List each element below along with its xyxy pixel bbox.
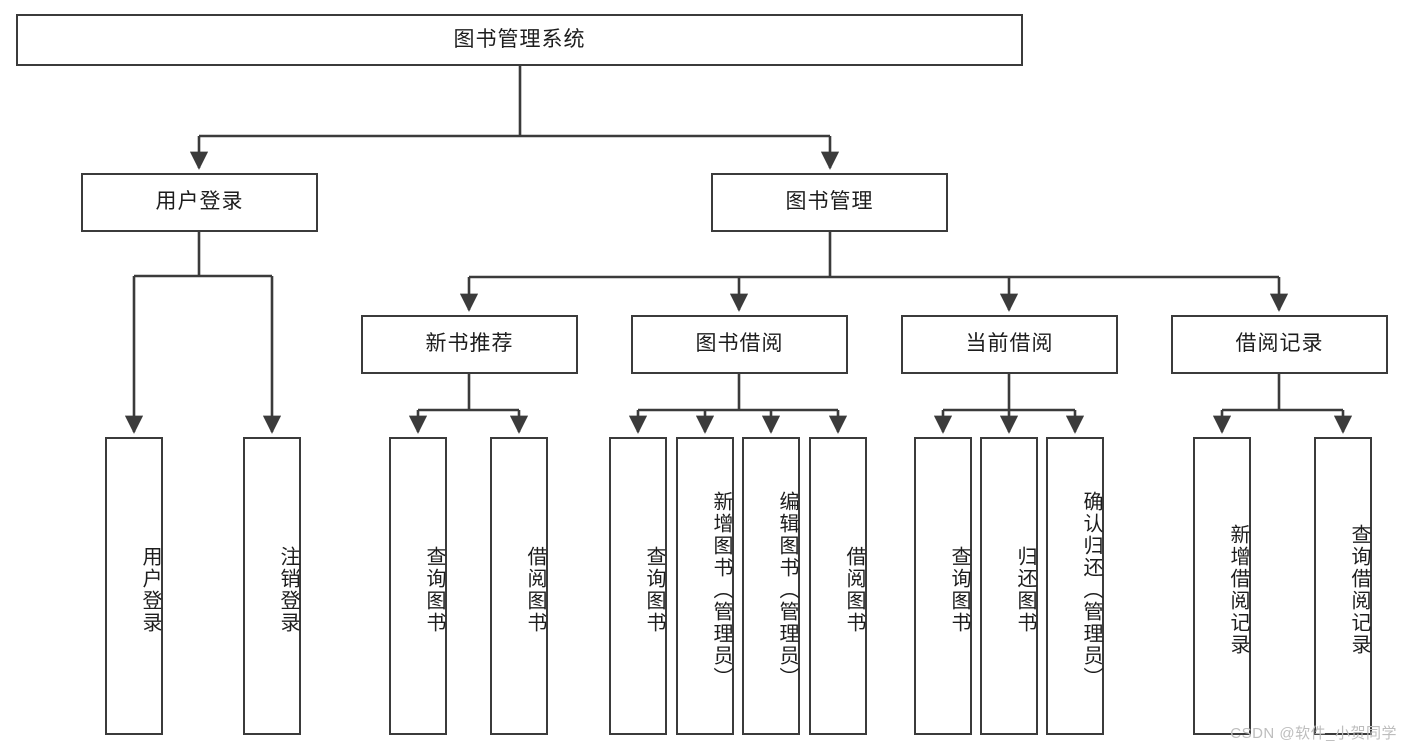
node-leaf-borrow-book-rec[interactable]: 借阅图书: [490, 437, 548, 735]
node-label: 借阅记录: [1235, 332, 1324, 356]
node-book-manage[interactable]: 图书管理: [711, 173, 948, 232]
node-book-borrow[interactable]: 图书借阅: [631, 315, 848, 374]
node-leaf-add-borrow-record[interactable]: 新增借阅记录: [1193, 437, 1251, 735]
node-label: 查询借阅记录: [1348, 524, 1370, 656]
node-new-book-recommend[interactable]: 新书推荐: [361, 315, 578, 374]
node-leaf-query-borrow-record[interactable]: 查询借阅记录: [1314, 437, 1372, 735]
node-label: 用户登录: [139, 546, 161, 634]
node-leaf-return-book[interactable]: 归还图书: [980, 437, 1038, 735]
node-root-book-management-system[interactable]: 图书管理系统: [16, 14, 1023, 66]
node-label: 新增图书（管理员）: [710, 491, 732, 689]
node-label: 借阅图书: [524, 546, 546, 634]
node-user-login[interactable]: 用户登录: [81, 173, 318, 232]
node-label: 查询图书: [948, 546, 970, 634]
node-label: 确认归还（管理员）: [1080, 491, 1102, 689]
node-label: 归还图书: [1014, 546, 1036, 634]
csdn-watermark: CSDN @软件_小贺同学: [1230, 725, 1397, 742]
node-label: 查询图书: [643, 546, 665, 634]
node-leaf-query-book-rec[interactable]: 查询图书: [389, 437, 447, 735]
node-leaf-user-login[interactable]: 用户登录: [105, 437, 163, 735]
node-leaf-confirm-return-admin[interactable]: 确认归还（管理员）: [1046, 437, 1104, 735]
node-label: 借阅图书: [843, 546, 865, 634]
node-label: 图书管理: [785, 190, 874, 214]
node-label: 用户登录: [155, 190, 244, 214]
node-leaf-add-book-admin[interactable]: 新增图书（管理员）: [676, 437, 734, 735]
node-leaf-query-book-borrow[interactable]: 查询图书: [609, 437, 667, 735]
node-current-borrow[interactable]: 当前借阅: [901, 315, 1118, 374]
node-label: 图书借阅: [695, 332, 784, 356]
node-leaf-edit-book-admin[interactable]: 编辑图书（管理员）: [742, 437, 800, 735]
node-label: 编辑图书（管理员）: [776, 491, 798, 689]
node-label: 当前借阅: [965, 332, 1054, 356]
node-leaf-borrow-book[interactable]: 借阅图书: [809, 437, 867, 735]
node-leaf-logout[interactable]: 注销登录: [243, 437, 301, 735]
node-label: 查询图书: [423, 546, 445, 634]
node-label: 新增借阅记录: [1227, 524, 1249, 656]
node-label: 新书推荐: [425, 332, 514, 356]
node-borrow-record[interactable]: 借阅记录: [1171, 315, 1388, 374]
node-label: 图书管理系统: [453, 27, 586, 51]
node-leaf-query-book-current[interactable]: 查询图书: [914, 437, 972, 735]
node-label: 注销登录: [277, 546, 299, 634]
